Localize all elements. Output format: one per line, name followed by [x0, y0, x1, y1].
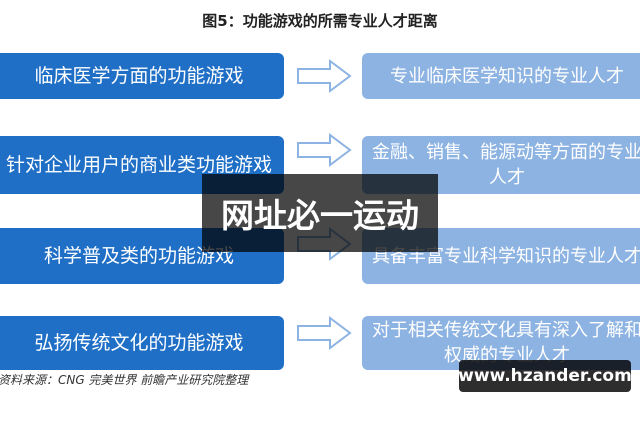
- source-note: 资料来源：CNG 完美世界 前瞻产业研究院整理: [0, 373, 249, 387]
- diagram-title: 图5：功能游戏的所需专业人才距离: [202, 12, 438, 30]
- right-box-3-label: 具备丰富专业科学知识的专业人才: [372, 245, 640, 267]
- left-box-4: 弘扬传统文化的功能游戏: [0, 316, 284, 370]
- right-box-2-label: 金融、销售、能源动等方面的专业人才: [372, 142, 640, 188]
- arrow-4-icon: [297, 316, 352, 350]
- url-badge[interactable]: www.hzander.com: [458, 360, 632, 392]
- arrow-2-icon: [297, 133, 352, 167]
- right-box-1: 专业临床医学知识的专业人才: [362, 53, 640, 99]
- left-box-1-label: 临床医学方面的功能游戏: [34, 64, 244, 87]
- arrow-1-icon: [297, 59, 352, 93]
- left-box-3-label: 科学普及类的功能游戏: [43, 244, 234, 267]
- left-box-2-label: 针对企业用户的商业类功能游戏: [5, 153, 272, 176]
- left-box-2: 针对企业用户的商业类功能游戏: [0, 136, 284, 194]
- left-box-4-label: 弘扬传统文化的功能游戏: [34, 331, 244, 354]
- watermark-overlay: 网址必一运动: [202, 174, 438, 252]
- left-box-1: 临床医学方面的功能游戏: [0, 53, 284, 99]
- right-box-1-label: 专业临床医学知识的专业人才: [390, 65, 624, 87]
